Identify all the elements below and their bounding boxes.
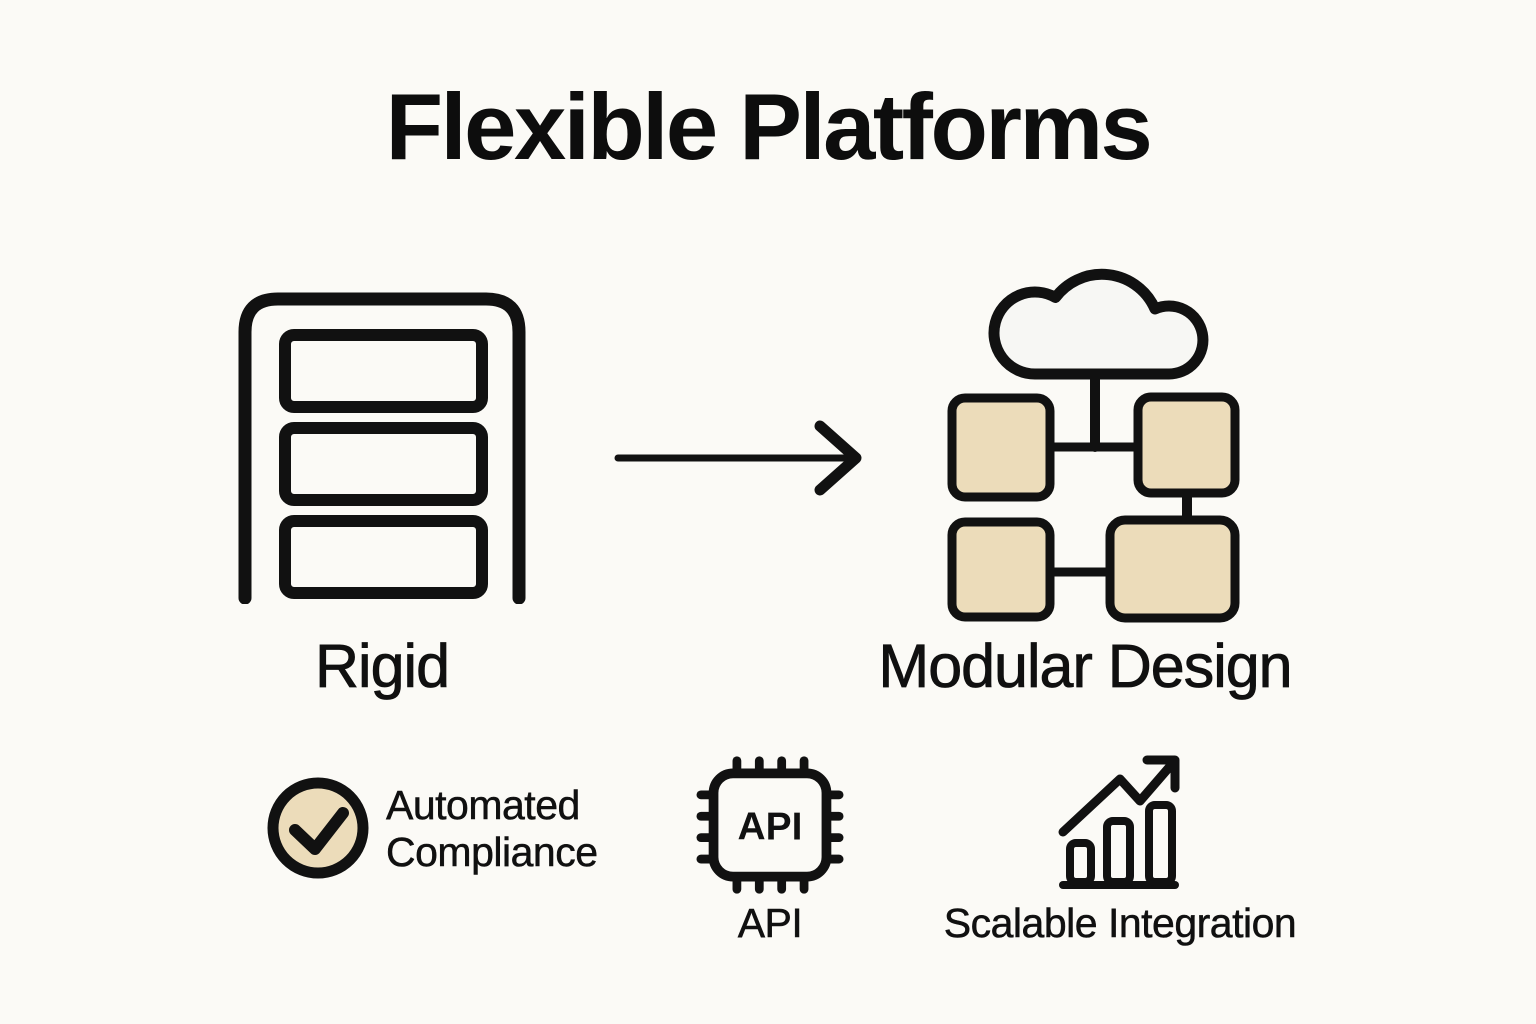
rigid-slab-3 [279, 515, 488, 599]
cloud-modular-blocks-icon [947, 268, 1240, 623]
compliance-label-line1: Automated [386, 782, 581, 829]
check-circle-background [267, 777, 369, 879]
compliance-label: Automated Compliance [386, 782, 686, 876]
module-block-bottom-left [947, 517, 1055, 622]
module-block-top-left [947, 393, 1055, 502]
rigid-slab-1 [279, 329, 488, 413]
trend-line [1058, 759, 1177, 837]
chart-bar-1 [1066, 839, 1095, 886]
growth-chart-icon [1058, 755, 1180, 889]
compliance-label-line2: Compliance [386, 829, 599, 876]
chip-text: API [738, 806, 803, 849]
right-label: Modular Design [878, 632, 1293, 700]
module-block-top-right [1133, 392, 1240, 498]
page-title: Flexible Platforms [385, 74, 1153, 179]
scalability-label: Scalable Integration [943, 900, 1297, 947]
rigid-outer-frame [238, 292, 526, 604]
cloud-shape [988, 268, 1209, 380]
module-block-bottom-right [1105, 515, 1240, 623]
arrow-head [814, 420, 862, 496]
check-circle-icon [267, 777, 369, 879]
check-mark [289, 807, 349, 855]
chart-bar-3 [1145, 801, 1176, 886]
api-chip-icon: API [696, 756, 844, 894]
rigid-slab-2 [279, 422, 488, 506]
trend-arrow-head [1142, 755, 1180, 793]
chip-pins [696, 756, 844, 894]
chip-body [708, 768, 832, 882]
chart-bar-2 [1103, 817, 1134, 886]
right-arrow-icon [614, 420, 862, 496]
rigid-stack-icon [238, 292, 526, 604]
api-label: API [737, 900, 803, 947]
left-label: Rigid [314, 632, 451, 700]
